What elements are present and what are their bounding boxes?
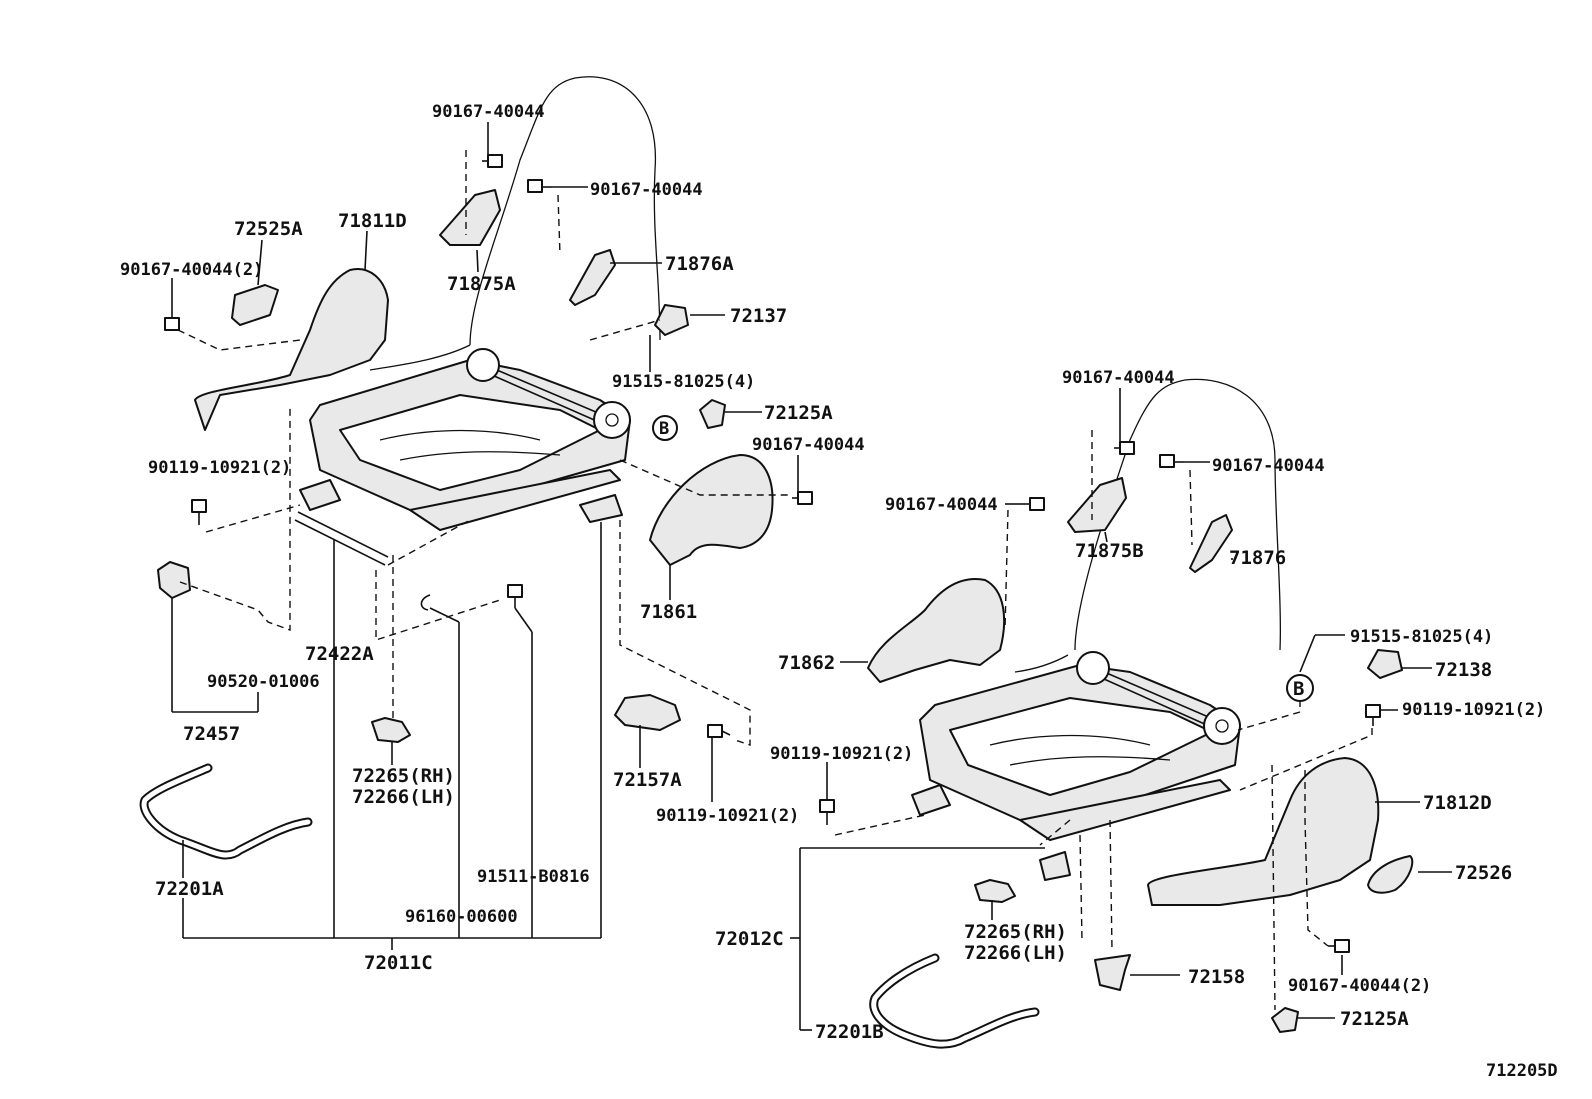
callout-72422a: 72422A (305, 643, 374, 665)
part-72138 (1367, 649, 1403, 679)
part-71862 (867, 578, 1006, 683)
part-72457 (157, 561, 191, 599)
callout-72265-rh: 72265(RH) (964, 921, 1067, 943)
callout-91515-81025-4: 91515-81025(4) (612, 372, 755, 392)
callout-72266-lh: 72266(LH) (352, 786, 455, 808)
callout-71876: 71876 (1229, 547, 1286, 569)
callout-90119-10921-2: 90119-10921(2) (656, 806, 799, 826)
callout-72125a: 72125A (764, 402, 833, 424)
callout-90167-40044: 90167-40044 (885, 495, 998, 515)
part-71876a (569, 249, 616, 306)
callout-90167-40044: 90167-40044 (590, 180, 703, 200)
part-71875b (1067, 477, 1127, 533)
callout-72137: 72137 (730, 305, 787, 327)
callout-90167-40044-2: 90167-40044(2) (1288, 976, 1431, 996)
callout-72457: 72457 (183, 723, 240, 745)
marker-b-label: B (659, 419, 669, 439)
part-72525a (231, 284, 279, 326)
callout-71861: 71861 (640, 601, 697, 623)
callout-72125a: 72125A (1340, 1008, 1409, 1030)
callout-90167-40044: 90167-40044 (432, 102, 545, 122)
callout-72011c: 72011C (364, 952, 433, 974)
bolt-icon (707, 724, 731, 738)
callout-72526: 72526 (1455, 862, 1512, 884)
callout-71812d: 71812D (1423, 792, 1492, 814)
callout-72012c: 72012C (715, 928, 784, 950)
callout-labels: 90167-40044 90167-40044 72525A 71811D 90… (120, 102, 1558, 1081)
callout-72201a: 72201A (155, 878, 224, 900)
part-72265-72266-left (371, 717, 411, 743)
part-71812d (1147, 757, 1380, 906)
bolt-icon (527, 179, 552, 193)
marker-b-left: B (652, 415, 678, 441)
callout-90167-40044-2: 90167-40044(2) (120, 260, 263, 280)
part-72265-72266-right (974, 879, 1016, 903)
diagram-code: 712205D (1486, 1061, 1558, 1081)
callout-91511-b0816: 91511-B0816 (477, 867, 590, 887)
callout-90119-10921-2: 90119-10921(2) (1402, 700, 1545, 720)
callout-71875a: 71875A (447, 273, 516, 295)
right-dashed-lines (834, 430, 1373, 1011)
callout-71876a: 71876A (665, 253, 734, 275)
callout-72158: 72158 (1188, 966, 1245, 988)
left-leader-lines (171, 122, 799, 950)
right-leader-lines (790, 388, 1452, 1031)
bolt-icon (1365, 704, 1381, 726)
callout-71875b: 71875B (1075, 540, 1144, 562)
callout-72157a: 72157A (613, 769, 682, 791)
callout-72138: 72138 (1435, 659, 1492, 681)
part-72125a-right (1271, 1007, 1299, 1033)
right-parts (819, 441, 1414, 1049)
bolt-icon (1020, 497, 1045, 511)
left-seat-frame (299, 76, 661, 531)
callout-96160-00600: 96160-00600 (405, 907, 518, 927)
bolt-icon (819, 799, 835, 825)
part-72422a (294, 511, 389, 566)
bolt-icon (792, 491, 813, 505)
callout-72266-lh: 72266(LH) (964, 942, 1067, 964)
callout-72265-rh: 72265(RH) (352, 765, 455, 787)
part-71811d (194, 268, 389, 431)
part-71875a (439, 189, 501, 246)
callout-90119-10921-2: 90119-10921(2) (770, 744, 913, 764)
bolt-icon (482, 154, 503, 168)
callout-90167-40044: 90167-40044 (1062, 368, 1175, 388)
marker-b-right: B (1286, 674, 1314, 702)
part-72526 (1367, 855, 1414, 894)
callout-91515-81025-4: 91515-81025(4) (1350, 627, 1493, 647)
callout-90167-40044: 90167-40044 (752, 435, 865, 455)
callout-71862: 71862 (778, 652, 835, 674)
callout-90119-10921-2: 90119-10921(2) (148, 458, 291, 478)
bolt-icon (1159, 454, 1184, 468)
part-71861 (649, 454, 774, 566)
left-parts (139, 154, 813, 860)
part-72158 (1094, 954, 1131, 991)
part-71876 (1189, 514, 1233, 573)
marker-b-label: B (1293, 678, 1304, 700)
bolt-icon (1328, 939, 1350, 953)
bolt-icon (191, 499, 207, 525)
left-dashed-lines (177, 150, 790, 746)
part-72137 (654, 304, 689, 336)
bolt-icon (507, 584, 523, 608)
bolt-icon (1114, 441, 1135, 455)
callout-90520-01006: 90520-01006 (207, 672, 320, 692)
part-72125a-left (699, 399, 726, 429)
callout-71811d: 71811D (338, 210, 407, 232)
right-seat-frame (911, 378, 1282, 881)
part-72157a (614, 694, 681, 731)
callout-90167-40044: 90167-40044 (1212, 456, 1325, 476)
part-72201a (139, 763, 313, 860)
bolt-icon (164, 310, 180, 331)
callout-72525a: 72525A (234, 218, 303, 240)
callout-72201b: 72201B (815, 1021, 884, 1043)
